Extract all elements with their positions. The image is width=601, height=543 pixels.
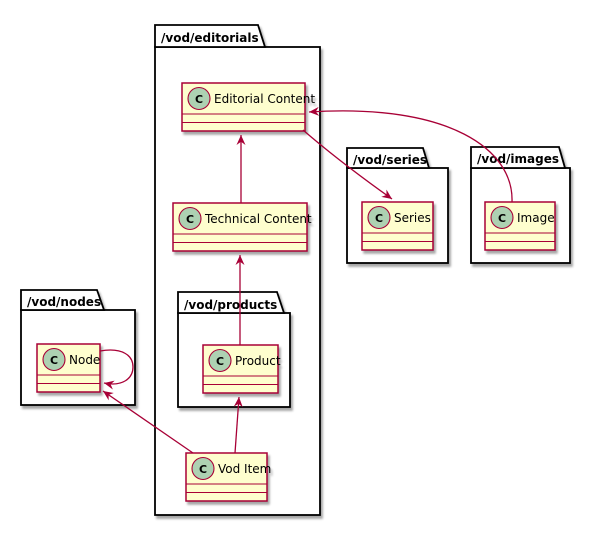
- class-c-icon: [208, 348, 232, 373]
- class-icon-letter: C: [199, 463, 207, 476]
- relation-vod-item-to-node: [102, 390, 194, 454]
- class-icon-letter: C: [195, 93, 203, 106]
- class-name: Vod Item: [218, 462, 271, 476]
- relation-image-to-editorial-content: [308, 106, 513, 203]
- package-label: /vod/nodes: [27, 295, 101, 309]
- class-icon-letter: C: [498, 212, 506, 225]
- class-technical-content: C Technical Content: [172, 202, 312, 252]
- package-tab: [346, 147, 431, 169]
- class-editorial-content: C Editorial Content: [181, 82, 315, 132]
- package-tab: [154, 24, 267, 48]
- package-label: /vod/products: [184, 298, 277, 312]
- package-label: /vod/images: [477, 152, 559, 166]
- relation-vod-item-to-product: [233, 396, 243, 454]
- class-name: Series: [394, 211, 431, 225]
- class-name: Node: [69, 353, 100, 367]
- class-icon-letter: C: [186, 213, 194, 226]
- package-label: /vod/series: [353, 153, 427, 167]
- class-c-icon: [178, 206, 202, 231]
- relation-node-self-loop: [99, 349, 134, 390]
- class-icon-letter: C: [216, 355, 224, 368]
- class-node: C Node: [36, 343, 101, 393]
- class-name: Editorial Content: [214, 92, 315, 106]
- class-c-icon: [42, 347, 66, 372]
- class-c-icon: [191, 456, 215, 481]
- class-image: C Image: [484, 201, 556, 251]
- class-series: C Series: [361, 201, 434, 251]
- class-icon-letter: C: [375, 212, 383, 225]
- class-c-icon: [490, 205, 514, 230]
- class-c-icon: [187, 86, 211, 111]
- class-name: Product: [235, 354, 281, 368]
- class-vod-item: C Vod Item: [185, 452, 271, 502]
- package-tab: [470, 146, 567, 169]
- package-label: /vod/editorials: [161, 31, 259, 45]
- class-name: Image: [517, 211, 555, 225]
- class-name: Technical Content: [204, 212, 312, 226]
- class-icon-letter: C: [50, 354, 58, 367]
- package-tab: [20, 289, 106, 311]
- class-product: C Product: [202, 344, 281, 394]
- relation-editorial-content-to-series: [302, 129, 393, 200]
- class-c-icon: [367, 205, 391, 230]
- package-tab: [177, 291, 286, 314]
